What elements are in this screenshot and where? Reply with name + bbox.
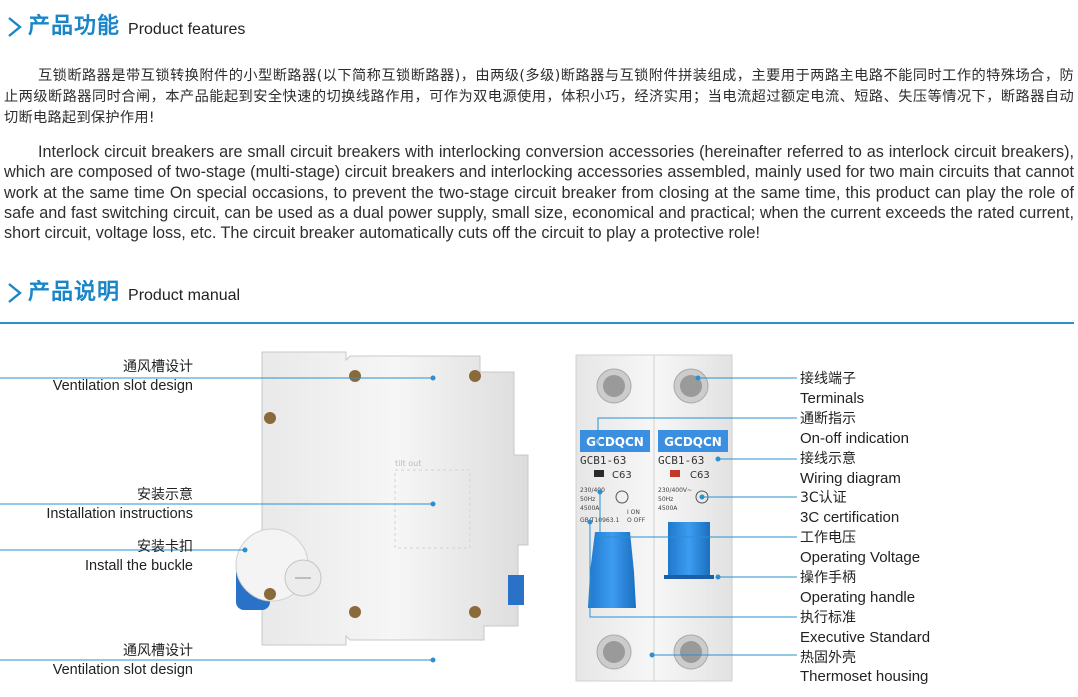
- label-standard-cn: 执行标准: [800, 610, 856, 626]
- brand-right: GCDQCN: [664, 435, 722, 449]
- features-paragraph-en: Interlock circuit breakers are small cir…: [4, 143, 1074, 243]
- spec-right-1: 50Hz: [658, 496, 673, 503]
- label-onoff-en: On-off indication: [800, 430, 909, 447]
- label-cn: 通风槽设计: [123, 359, 193, 375]
- features-heading: 产品功能 Product features: [4, 14, 245, 40]
- rating-left: C63: [612, 470, 632, 481]
- manual-heading: 产品说明 Product manual: [4, 280, 240, 306]
- label-ventilation-bottom: 通风槽设计 Ventilation slot design: [53, 642, 193, 680]
- spec-right-0: 230/400V~: [658, 487, 692, 494]
- label-en: Installation instructions: [46, 506, 193, 522]
- spec-left-0: 230/400: [580, 487, 605, 494]
- label-terminals-cn: 接线端子: [800, 371, 856, 387]
- off-label: O OFF: [627, 517, 646, 524]
- label-en: Ventilation slot design: [52, 378, 193, 394]
- breaker-front-view: GCDQCN GCDQCN GCB1-63 GCB1-63 C63 C63 23…: [575, 354, 733, 682]
- label-cn: 安装卡扣: [137, 539, 193, 555]
- label-handle-cn: 操作手柄: [800, 570, 856, 586]
- label-handle-en: Operating handle: [800, 589, 916, 606]
- label-en: Ventilation slot design: [52, 662, 193, 678]
- label-onoff-cn: 通断指示: [800, 411, 856, 427]
- label-wiring-cn: 接线示意: [800, 451, 856, 467]
- label-standard-en: Executive Standard: [800, 629, 931, 646]
- chevron-right-icon: [8, 17, 22, 37]
- label-voltage-en: Operating Voltage: [800, 549, 921, 566]
- label-terminals-en: Terminals: [800, 390, 865, 407]
- din-clip-right: [508, 575, 524, 605]
- model-left: GCB1-63: [580, 454, 626, 467]
- label-buckle: 安装卡扣 Install the buckle: [85, 538, 193, 576]
- label-installation: 安装示意 Installation instructions: [46, 486, 193, 524]
- label-housing-cn: 热固外壳: [800, 650, 856, 666]
- breaker-side-view: tilt out: [235, 351, 529, 646]
- operating-handle-right: [668, 522, 710, 578]
- label-wiring-en: Wiring diagram: [800, 470, 901, 487]
- features-paragraph-cn: 互锁断路器是带互锁转换附件的小型断路器(以下简称互锁断路器)，由两级(多级)断路…: [4, 68, 1074, 126]
- label-3c-en: 3C certification: [800, 509, 900, 526]
- tilt-out-text: tilt out: [395, 459, 421, 468]
- brand-left: GCDQCN: [586, 435, 644, 449]
- model-right: GCB1-63: [658, 454, 704, 467]
- features-title-en: Product features: [128, 21, 246, 38]
- operating-handle-left: [588, 532, 636, 608]
- label-cn: 通风槽设计: [123, 643, 193, 659]
- chevron-right-icon: [8, 283, 22, 303]
- label-cn: 安装示意: [137, 487, 193, 503]
- manual-title-en: Product manual: [128, 287, 241, 304]
- features-title-cn: 产品功能: [28, 14, 121, 39]
- spec-left-1: 50Hz: [580, 496, 595, 503]
- section-divider: [0, 322, 1074, 324]
- rating-right: C63: [690, 470, 710, 481]
- label-3c-cn: 3C认证: [800, 490, 847, 506]
- label-voltage-cn: 工作电压: [800, 530, 856, 546]
- label-housing-en: Thermoset housing: [800, 668, 929, 685]
- spec-left-2: 4500A: [580, 505, 600, 512]
- manual-title-cn: 产品说明: [28, 280, 121, 305]
- label-en: Install the buckle: [84, 558, 193, 574]
- label-ventilation-top: 通风槽设计 Ventilation slot design: [53, 358, 193, 396]
- spec-right-2: 4500A: [658, 505, 678, 512]
- on-label: I ON: [627, 509, 640, 516]
